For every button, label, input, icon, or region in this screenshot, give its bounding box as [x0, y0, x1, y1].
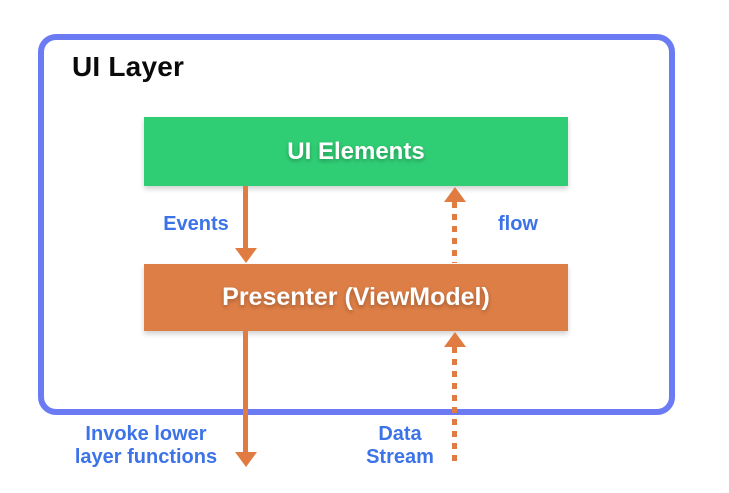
- events-arrow-line: [243, 186, 248, 249]
- presenter-label: Presenter (ViewModel): [222, 283, 490, 311]
- data-stream-label-line2: Stream: [366, 446, 434, 468]
- arrow-up-icon: [444, 187, 466, 202]
- arrow-down-icon: [235, 248, 257, 263]
- data-stream-label: Data Stream: [350, 423, 450, 469]
- ui-elements-label: UI Elements: [287, 137, 425, 165]
- data-stream-label-line1: Data: [378, 423, 422, 445]
- invoke-label-line1: Invoke lower: [85, 423, 207, 445]
- ui-elements-box: UI Elements: [144, 117, 568, 186]
- ui-layer-container: [38, 34, 675, 415]
- invoke-label: Invoke lower layer functions: [61, 423, 231, 469]
- arrow-up-icon: [444, 332, 466, 347]
- invoke-arrow-line: [243, 331, 248, 453]
- flow-arrow-line: [452, 202, 457, 263]
- events-label: Events: [163, 213, 229, 235]
- ui-layer-title: UI Layer: [72, 51, 185, 82]
- flow-label: flow: [498, 213, 538, 235]
- data-stream-arrow-line: [452, 347, 457, 465]
- arrow-down-icon: [235, 452, 257, 467]
- presenter-box: Presenter (ViewModel): [144, 264, 568, 331]
- invoke-label-line2: layer functions: [74, 446, 218, 468]
